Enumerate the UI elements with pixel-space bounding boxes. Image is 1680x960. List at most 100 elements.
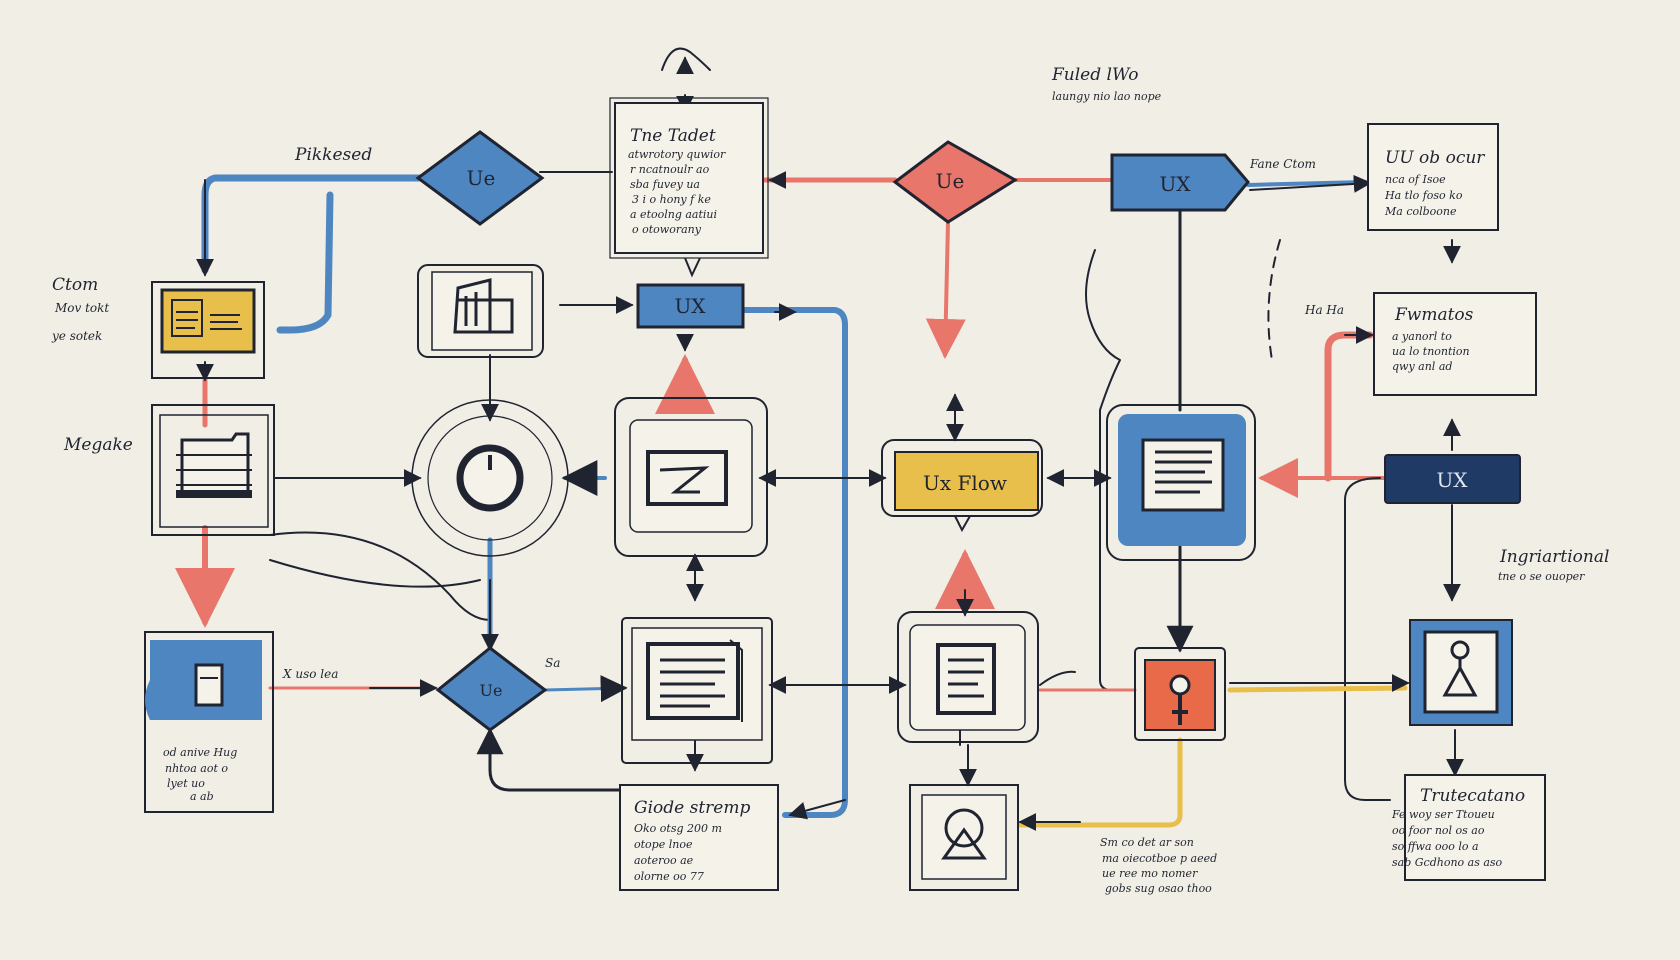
- document-bottom-left[interactable]: od anive Hug nhtoa aot o lyet uo a ab: [144, 631, 274, 813]
- svg-text:a yanorl to: a yanorl to: [1392, 330, 1452, 343]
- connector: [269, 559, 481, 588]
- svg-text:Ingriartional: Ingriartional: [1499, 547, 1609, 567]
- connector: [1227, 685, 1408, 693]
- user-node[interactable]: [909, 784, 1019, 891]
- note-top-center: Tne Tadet atwrotory quwior r ncatnoulr a…: [609, 97, 769, 278]
- circle-icon: [456, 444, 524, 512]
- connector: [543, 675, 628, 703]
- svg-text:oo foor nol os ao: oo foor nol os ao: [1392, 824, 1485, 837]
- svg-text:Giode stremp: Giode stremp: [634, 798, 750, 818]
- svg-text:od anive Hug: od anive Hug: [163, 746, 237, 759]
- svg-text:Ma colboone: Ma colboone: [1384, 205, 1457, 218]
- connector: [925, 220, 966, 359]
- connectors: [175, 47, 1464, 831]
- note-right: Fwmatos a yanorl to ua lo tnontion qwy a…: [1373, 292, 1537, 396]
- connector: [201, 174, 424, 274]
- svg-text:Ue: Ue: [467, 166, 496, 190]
- house-node[interactable]: [417, 264, 544, 358]
- svg-text:gobs sug osao thoo: gobs sug osao thoo: [1105, 882, 1212, 895]
- connector: [661, 47, 711, 71]
- connector: [1039, 670, 1076, 686]
- svg-text:UX: UX: [1436, 468, 1468, 492]
- free-labels: Pikkesed Ctom Mov tokt ye sotek Megake X…: [51, 65, 1609, 895]
- svg-text:olorne oo 77: olorne oo 77: [634, 870, 704, 883]
- doc-lines-icon: [936, 643, 996, 715]
- doc-lines-icon: [1141, 438, 1225, 512]
- svg-text:sab Gcdhono as aso: sab Gcdhono as aso: [1392, 856, 1503, 869]
- keyhole-node[interactable]: [1134, 647, 1226, 741]
- svg-text:UU ob ocur: UU ob ocur: [1385, 148, 1485, 168]
- document-left-mid[interactable]: [151, 404, 275, 536]
- folder-icon: [176, 432, 252, 498]
- svg-text:lyet uo: lyet uo: [167, 777, 205, 790]
- svg-text:Ux Flow: Ux Flow: [923, 471, 1007, 495]
- connector: [1344, 477, 1391, 801]
- decision-top-left[interactable]: Ue: [415, 130, 545, 226]
- decision-bottom[interactable]: Ue: [435, 646, 548, 732]
- svg-text:Fane Ctom: Fane Ctom: [1249, 157, 1316, 171]
- svg-text:a etoolng aatiui: a etoolng aatiui: [630, 208, 717, 221]
- flow-main[interactable]: Ux Flow: [881, 439, 1043, 533]
- connector: [1249, 174, 1372, 193]
- svg-text:3 i o hony f ke: 3 i o hony f ke: [632, 193, 711, 206]
- list-node[interactable]: [621, 617, 773, 764]
- house-icon: [453, 278, 514, 334]
- doc-lines-icon: [646, 450, 728, 506]
- connector: [1017, 737, 1183, 828]
- user-icon: [941, 808, 987, 860]
- svg-text:Mov tokt: Mov tokt: [54, 301, 109, 315]
- svg-text:nhtoa aot o: nhtoa aot o: [165, 762, 228, 775]
- connector: [476, 727, 622, 792]
- svg-text:Trutecatano: Trutecatano: [1420, 786, 1525, 806]
- svg-text:qwy anl ad: qwy anl ad: [1392, 360, 1452, 373]
- decision-top-center[interactable]: Ue: [892, 140, 1018, 224]
- svg-text:a ab: a ab: [190, 790, 214, 803]
- svg-text:ma oiecotboe p aeed: ma oiecotboe p aeed: [1102, 852, 1217, 865]
- person-node[interactable]: [1409, 619, 1513, 726]
- svg-text:laungy nio lao nope: laungy nio lao nope: [1052, 90, 1162, 103]
- svg-text:Ue: Ue: [480, 681, 503, 700]
- svg-text:ye sotek: ye sotek: [51, 329, 102, 343]
- document-icon: [171, 299, 242, 337]
- box-right-dark[interactable]: UX: [1384, 454, 1521, 504]
- svg-text:tne o se ouoper: tne o se ouoper: [1498, 570, 1585, 583]
- circle-node[interactable]: [411, 399, 569, 557]
- svg-text:sba fuvey ua: sba fuvey ua: [630, 178, 700, 191]
- connector: [1246, 180, 1367, 187]
- note-top-right: UU ob ocur nca of Isoe Ha tlo foso ko Ma…: [1367, 123, 1499, 231]
- svg-text:ue ree mo nomer: ue ree mo nomer: [1102, 867, 1198, 880]
- svg-text:UX: UX: [674, 294, 706, 318]
- keyhole-icon: [1169, 674, 1191, 725]
- document-left-top[interactable]: [151, 281, 265, 379]
- note-bottom-right: Trutecatano Fe woy ser Ttoueu oo foor no…: [1391, 774, 1546, 881]
- center-node[interactable]: [614, 397, 768, 557]
- svg-text:Ha tlo foso ko: Ha tlo foso ko: [1384, 189, 1463, 202]
- svg-text:aoteroo ae: aoteroo ae: [634, 854, 694, 867]
- svg-text:Ha Ha: Ha Ha: [1304, 303, 1344, 317]
- connector: [276, 191, 334, 334]
- folder-icon: [194, 663, 224, 707]
- svg-text:Sm co det ar son: Sm co det ar son: [1100, 836, 1194, 849]
- doc-node-bottom[interactable]: [897, 611, 1039, 743]
- svg-text:Ue: Ue: [936, 169, 965, 193]
- svg-text:nca of Isoe: nca of Isoe: [1385, 173, 1446, 186]
- list-icon: [646, 639, 743, 722]
- box-center[interactable]: UX: [636, 283, 745, 329]
- svg-text:o otoworany: o otoworany: [632, 223, 702, 236]
- document-right[interactable]: [1106, 404, 1256, 561]
- svg-text:Fuled lWo: Fuled lWo: [1051, 65, 1139, 85]
- svg-text:Oko otsg 200 m: Oko otsg 200 m: [634, 822, 722, 835]
- svg-text:Tne Tadet: Tne Tadet: [630, 126, 716, 146]
- svg-text:Fe woy ser Ttoueu: Fe woy ser Ttoueu: [1391, 808, 1495, 821]
- svg-text:atwrotory quwior: atwrotory quwior: [628, 148, 726, 161]
- svg-text:Sa: Sa: [545, 656, 560, 670]
- note-bottom-center: Giode stremp Oko otsg 200 m otope lnoe a…: [619, 784, 779, 891]
- svg-text:UX: UX: [1159, 172, 1191, 196]
- svg-text:otope lnoe: otope lnoe: [634, 838, 693, 851]
- svg-text:Pikkesed: Pikkesed: [294, 145, 372, 165]
- connector: [1267, 239, 1281, 361]
- box-top-right[interactable]: UX: [1110, 153, 1250, 212]
- connector: [1085, 249, 1121, 691]
- svg-text:ua lo tnontion: ua lo tnontion: [1392, 345, 1470, 358]
